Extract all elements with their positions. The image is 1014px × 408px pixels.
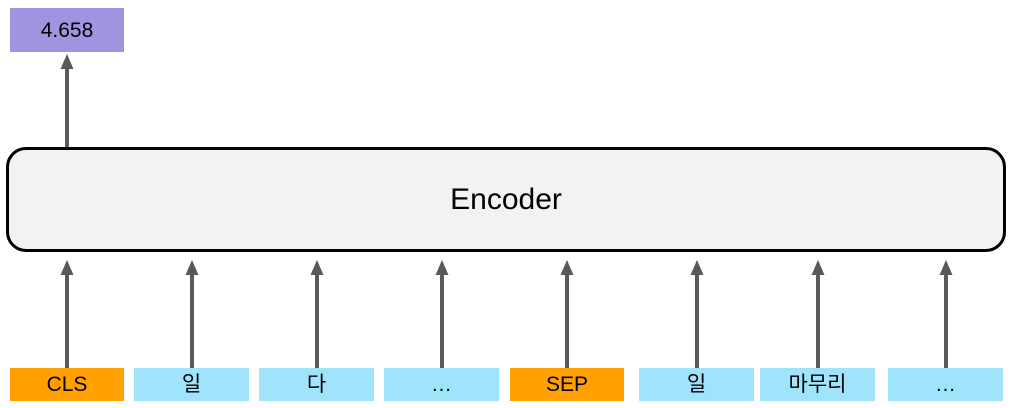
token-label: 다: [306, 373, 327, 396]
token-box-0: CLS: [10, 368, 124, 401]
output-value-box: 4.658: [10, 8, 124, 52]
input-arrow-0: [59, 260, 75, 368]
token-box-2: 다: [259, 368, 374, 401]
token-box-3: …: [384, 368, 499, 401]
token-label: 일: [686, 373, 707, 396]
token-box-6: 마무리: [760, 368, 875, 401]
output-value-label: 4.658: [40, 18, 94, 42]
input-arrow-3: [434, 260, 450, 368]
input-arrow-2: [309, 260, 325, 368]
token-label: …: [935, 373, 956, 396]
token-label: 일: [181, 373, 202, 396]
encoder-block: Encoder: [6, 147, 1006, 252]
input-arrow-7: [938, 260, 954, 368]
input-arrow-6: [810, 260, 826, 368]
token-box-5: 일: [639, 368, 754, 401]
token-box-7: …: [888, 368, 1003, 401]
input-arrow-1: [184, 260, 200, 368]
encoder-label: Encoder: [450, 182, 562, 216]
token-box-4: SEP: [510, 368, 624, 401]
output-arrow: [59, 54, 75, 148]
token-label: …: [431, 373, 452, 396]
token-label: 마무리: [788, 373, 847, 396]
token-box-1: 일: [134, 368, 249, 401]
token-label: CLS: [46, 373, 88, 396]
input-arrow-5: [689, 260, 705, 368]
input-arrow-4: [559, 260, 575, 368]
token-label: SEP: [545, 373, 589, 396]
